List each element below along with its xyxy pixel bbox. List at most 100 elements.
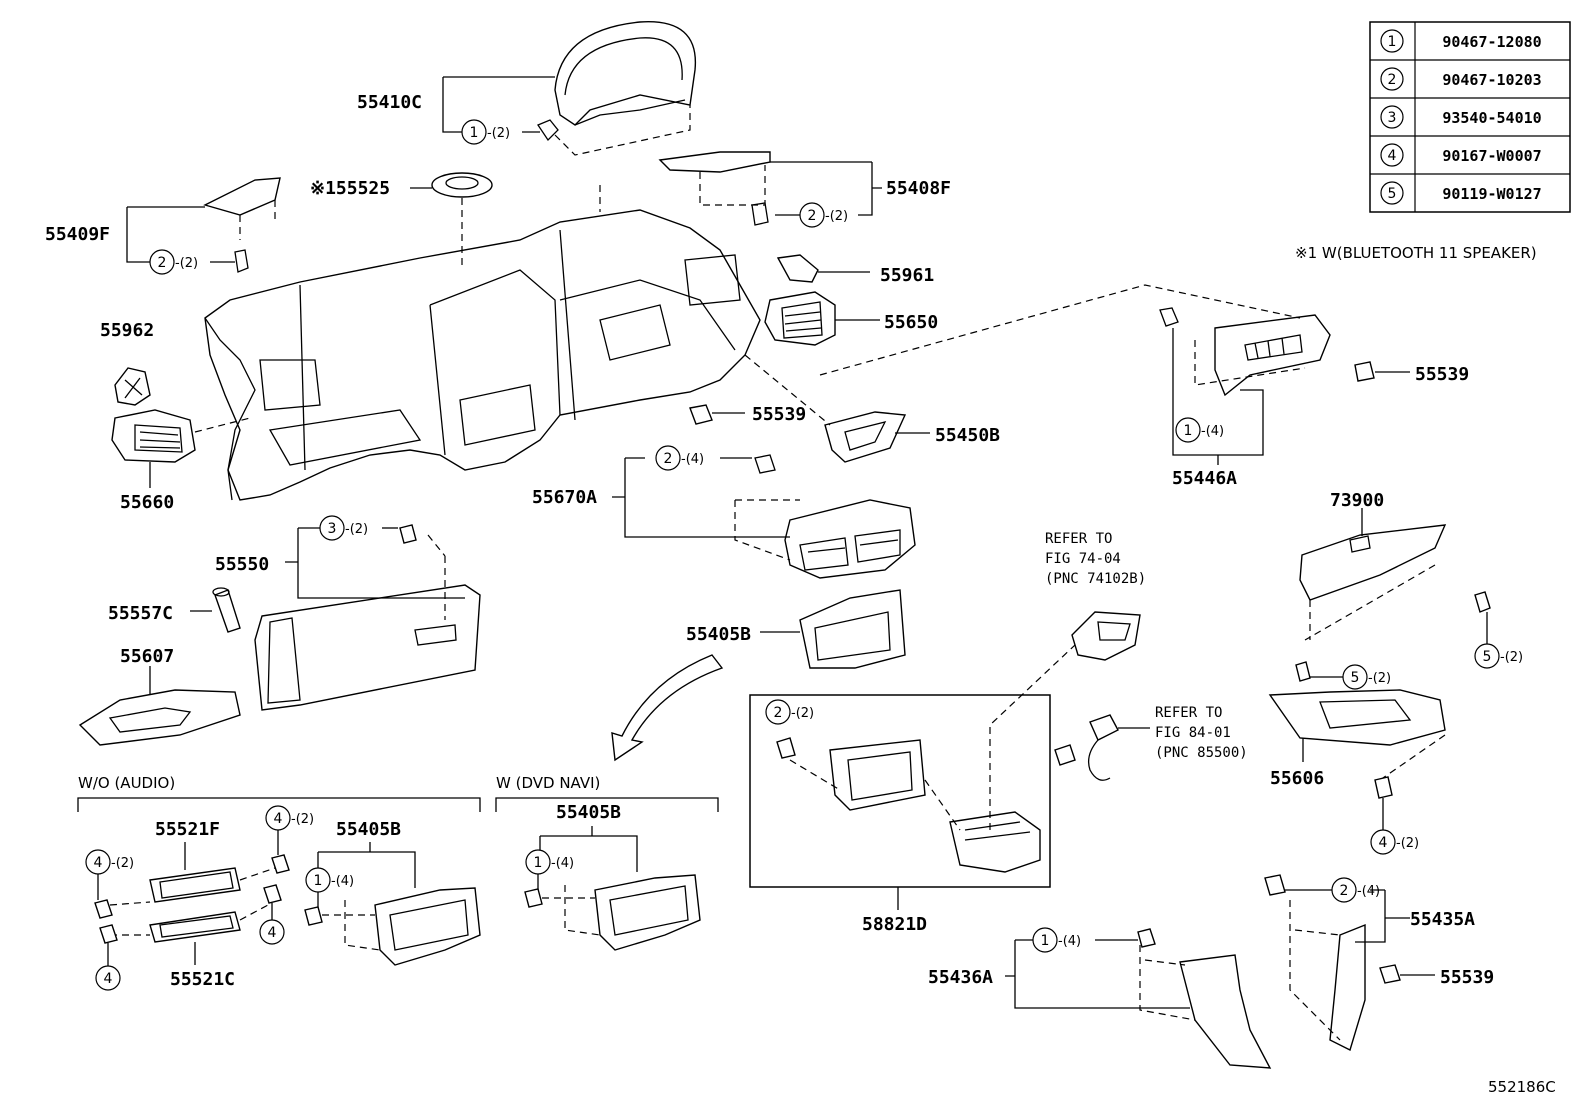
bracket-line: [442, 76, 555, 133]
callout-55408F: 2 -(2): [775, 202, 848, 228]
callout-num: 1: [1041, 933, 1050, 949]
table-part: 90119-W0127: [1442, 185, 1541, 203]
callout-num: 2: [664, 451, 673, 467]
pocket-drawing: [744, 354, 907, 463]
glove-box-drawing: [254, 524, 481, 711]
callout-qty: -(2): [291, 812, 314, 827]
sub-assembly-drawing: [1071, 611, 1141, 661]
part-label-55607: 55607: [120, 646, 174, 667]
callout-qty: -(2): [1500, 650, 1523, 665]
bracket-line: [126, 206, 205, 263]
table-part: 93540-54010: [1442, 109, 1541, 127]
callout-audio-bottom: 4: [95, 943, 121, 991]
callout-num: 4: [104, 971, 113, 987]
bracket-line: [612, 457, 790, 538]
part-label-55521F: 55521F: [155, 819, 220, 840]
refer-note-2-line1: REFER TO: [1155, 705, 1222, 721]
arrow-icon: [611, 654, 724, 762]
table-part: 90467-12080: [1442, 33, 1541, 51]
side-defroster-nozzle-drawing: [114, 367, 151, 406]
callout-num: 4: [274, 811, 283, 827]
meter-hood-drawing: [537, 21, 697, 156]
clip-drawing: [689, 404, 713, 425]
callout-qty: -(2): [1368, 671, 1391, 686]
variant-wo-audio: W/O (AUDIO) 55521F 55521C 4 -(2) 4 -(2): [77, 774, 481, 991]
instrument-panel-drawing: [204, 209, 761, 501]
part-label-55961: 55961: [880, 265, 934, 286]
center-bezel-drawing: [799, 589, 906, 669]
bracket-line: [285, 527, 465, 599]
callout-audio-right: 4: [259, 903, 285, 945]
callout-55606: 4 -(2): [1370, 798, 1419, 855]
center-register-drawing: [734, 454, 916, 579]
table-row: 4 90167-W0007: [1380, 143, 1542, 167]
part-label-55557C: 55557C: [108, 603, 173, 624]
callout-qty: -(2): [825, 209, 848, 224]
refer-note-1-line2: FIG 74-04: [1045, 551, 1121, 567]
callout-num: 1: [534, 855, 543, 871]
callout-num: 5: [1483, 649, 1492, 665]
callout-num: 4: [268, 925, 277, 941]
part-label-55408F: 55408F: [886, 178, 951, 199]
callout-55446A: 1 -(4): [1175, 417, 1224, 443]
table-row: 5 90119-W0127: [1380, 181, 1542, 205]
callout-num: 1: [470, 125, 479, 141]
table-part: 90167-W0007: [1442, 147, 1541, 165]
switch-hole-cover-drawing: [776, 254, 819, 283]
side-cover-left-drawing: [203, 177, 281, 273]
callout-55409F: 2 -(2): [149, 249, 235, 275]
lower-panel-drawing: [1299, 524, 1491, 641]
clip-drawing: [1354, 361, 1375, 382]
callout-55436A: 1 -(4): [1032, 927, 1138, 953]
part-label-55660: 55660: [120, 492, 174, 513]
table-row: 1 90467-12080: [1380, 29, 1542, 53]
refer-note-1-line1: REFER TO: [1045, 531, 1112, 547]
refer-note-1-line3: (PNC 74102B): [1045, 571, 1146, 587]
part-label-55539-c: 55539: [1440, 967, 1494, 988]
usb-jack-drawing: [1054, 714, 1150, 781]
callout-55670A: 2 -(4): [655, 445, 752, 471]
speaker-drawing: [431, 172, 493, 268]
part-label-55446A: 55446A: [1172, 468, 1237, 489]
refer-note-2-line2: FIG 84-01: [1155, 725, 1231, 741]
part-label-55409F: 55409F: [45, 224, 110, 245]
part-label-55521C: 55521C: [170, 969, 235, 990]
table-num: 2: [1388, 72, 1397, 88]
variant-label-wo-audio: W/O (AUDIO): [78, 774, 175, 792]
callout-num: 3: [328, 521, 337, 537]
callout-55410C: 1 -(2): [461, 119, 540, 145]
part-label-55405B-audio: 55405B: [336, 819, 401, 840]
part-label-55550: 55550: [215, 554, 269, 575]
callout-num: 2: [1340, 883, 1349, 899]
part-label-55539-a: 55539: [752, 404, 806, 425]
part-label-55450B: 55450B: [935, 425, 1000, 446]
table-num: 5: [1388, 186, 1397, 202]
switch-panel-drawing: [819, 284, 1331, 397]
bracket-line: [770, 161, 882, 216]
callout-num: 1: [314, 873, 323, 889]
variant-w-dvd-navi: W (DVD NAVI) 55405B 1 -(4): [495, 774, 719, 951]
lower-cover-left-drawing: [78, 689, 241, 746]
part-label-55962: 55962: [100, 320, 154, 341]
footnote: ※1 W(BLUETOOTH 11 SPEAKER): [1295, 244, 1537, 262]
bracket-line: [1005, 939, 1190, 1009]
damper-drawing: [212, 587, 241, 633]
part-label-55410C: 55410C: [357, 92, 422, 113]
callout-qty: -(2): [345, 522, 368, 537]
part-label-58821D: 58821D: [862, 914, 927, 935]
callout-num: 5: [1351, 670, 1360, 686]
part-label-155525: ※155525: [310, 178, 390, 199]
callout-navi-1: 1 -(4): [525, 849, 574, 890]
callout-num: 4: [94, 855, 103, 871]
callout-73900-right: 5 -(2): [1474, 612, 1523, 669]
callout-num: 4: [1379, 835, 1388, 851]
callout-qty: -(2): [1396, 836, 1419, 851]
navi-subassembly-box: [749, 644, 1076, 888]
part-label-55539-b: 55539: [1415, 364, 1469, 385]
callout-58821D: 2 -(2): [765, 699, 814, 725]
callout-55550: 3 -(2): [319, 515, 398, 541]
refer-note-2-line3: (PNC 85500): [1155, 745, 1248, 761]
callout-qty: -(2): [487, 126, 510, 141]
callout-qty: -(4): [551, 856, 574, 871]
